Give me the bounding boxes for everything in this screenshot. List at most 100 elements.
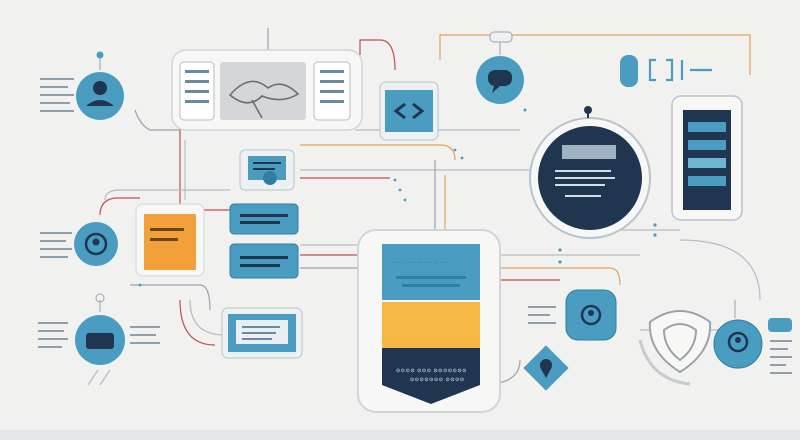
main-panel-line (402, 284, 460, 287)
main-panel-yellow-band (382, 302, 480, 348)
text-line (38, 322, 68, 324)
person-node-bottom-left (38, 293, 160, 386)
dot (393, 178, 397, 182)
monitor-stem-dot (584, 106, 592, 114)
dot (558, 248, 562, 252)
connector-bottom-left-loop-2 (179, 299, 216, 346)
map-route-line (251, 99, 263, 119)
location-node (523, 345, 569, 391)
text-line (770, 348, 788, 350)
chat-stem-cap (489, 31, 513, 43)
connector-left-curve (104, 189, 230, 201)
person-outline-icon (580, 304, 602, 326)
connector-bottom-left-loop (189, 299, 226, 336)
document-line (253, 168, 275, 170)
text-line (528, 306, 556, 308)
panel-line (320, 80, 344, 83)
shield-icon (648, 310, 712, 374)
main-panel: ··· ·· ·· ····· ··· ·· ··· ⊙⊙⊙⊙ ⊙⊙⊙ ⊙⊙⊙⊙… (357, 229, 501, 413)
text-line (130, 342, 160, 344)
phone-card (671, 95, 743, 221)
panel-line (185, 80, 209, 83)
person-node-right (713, 300, 792, 374)
node-circle (713, 319, 763, 369)
dot (558, 260, 562, 264)
small-document-card (239, 149, 295, 191)
chat-bubble-icon (488, 70, 512, 93)
person-outline-icon (727, 331, 749, 353)
stem-dot (96, 51, 104, 59)
storage-card (221, 307, 303, 359)
person-node-top-left (40, 51, 124, 120)
phone-row (688, 140, 726, 150)
connector-upper-mid-2 (300, 144, 456, 161)
dot (138, 283, 142, 287)
text-line (38, 338, 68, 340)
text-line (38, 346, 62, 348)
monitor-node (529, 106, 651, 239)
panel-line (185, 100, 209, 103)
dot (653, 223, 657, 227)
text-line (40, 256, 68, 258)
document-line (253, 162, 281, 164)
panel-line (320, 70, 344, 73)
phone-row (688, 176, 726, 186)
connector-main-right-2 (500, 267, 621, 286)
code-brackets-icon (393, 102, 425, 120)
storage-line (242, 338, 272, 340)
connector-lower-left (130, 284, 211, 311)
contact-card-icon (86, 333, 114, 349)
dot (460, 156, 464, 160)
connector-left-vert (179, 125, 230, 211)
text-line (528, 314, 550, 316)
map-card-image (220, 62, 306, 120)
top-right-glyphs (620, 55, 712, 87)
connector-left-curve-2 (99, 197, 140, 216)
stack-block-bottom (229, 243, 299, 279)
decor-slash (87, 369, 111, 386)
person-node-left (40, 222, 118, 266)
main-panel-footer-line2: ⊙⊙⊙⊙⊙⊙⊙ ⊙⊙⊙⊙ (410, 377, 465, 383)
phone-row (688, 158, 726, 168)
contact-line (150, 228, 184, 231)
main-panel-header: ··· ·· ·· ····· ··· ·· ··· (390, 260, 447, 266)
panel-line (185, 70, 209, 73)
connector-right-loop (679, 239, 761, 301)
stack-line (240, 221, 280, 224)
dot (453, 148, 457, 152)
stack-line (240, 264, 280, 267)
storage-line (242, 332, 276, 334)
connector-left-small (134, 109, 180, 131)
panel-line (320, 90, 344, 93)
contact-card-icon (144, 214, 196, 270)
shield-outline-node (638, 310, 712, 386)
text-line (40, 110, 74, 112)
shield-inner (662, 323, 698, 362)
orange-contact-card (135, 203, 205, 277)
text-line (40, 86, 68, 88)
document-badge (263, 171, 277, 185)
dot (403, 198, 407, 202)
square-node-right (528, 289, 617, 341)
text-line (40, 94, 74, 96)
location-pin-icon (540, 359, 552, 378)
main-panel-footer-line1: ⊙⊙⊙⊙ ⊙⊙⊙ ⊙⊙⊙⊙⊙⊙⊙ (396, 368, 467, 374)
code-card-screen (385, 90, 433, 132)
stacked-blocks (229, 203, 299, 279)
stem-dot (95, 293, 105, 303)
connector-top-right (439, 34, 751, 75)
code-card (379, 81, 439, 141)
stack-line (240, 214, 288, 217)
person-outline-icon (84, 232, 108, 256)
monitor-icon (555, 145, 616, 197)
storage-line (242, 326, 280, 328)
text-line (528, 322, 556, 324)
main-panel-line (396, 276, 466, 279)
text-line (40, 232, 72, 234)
stack-block-top (229, 203, 299, 235)
footer-strip (0, 430, 800, 440)
text-line (38, 330, 64, 332)
stack-line (240, 256, 288, 259)
shield-shadow (638, 339, 691, 386)
